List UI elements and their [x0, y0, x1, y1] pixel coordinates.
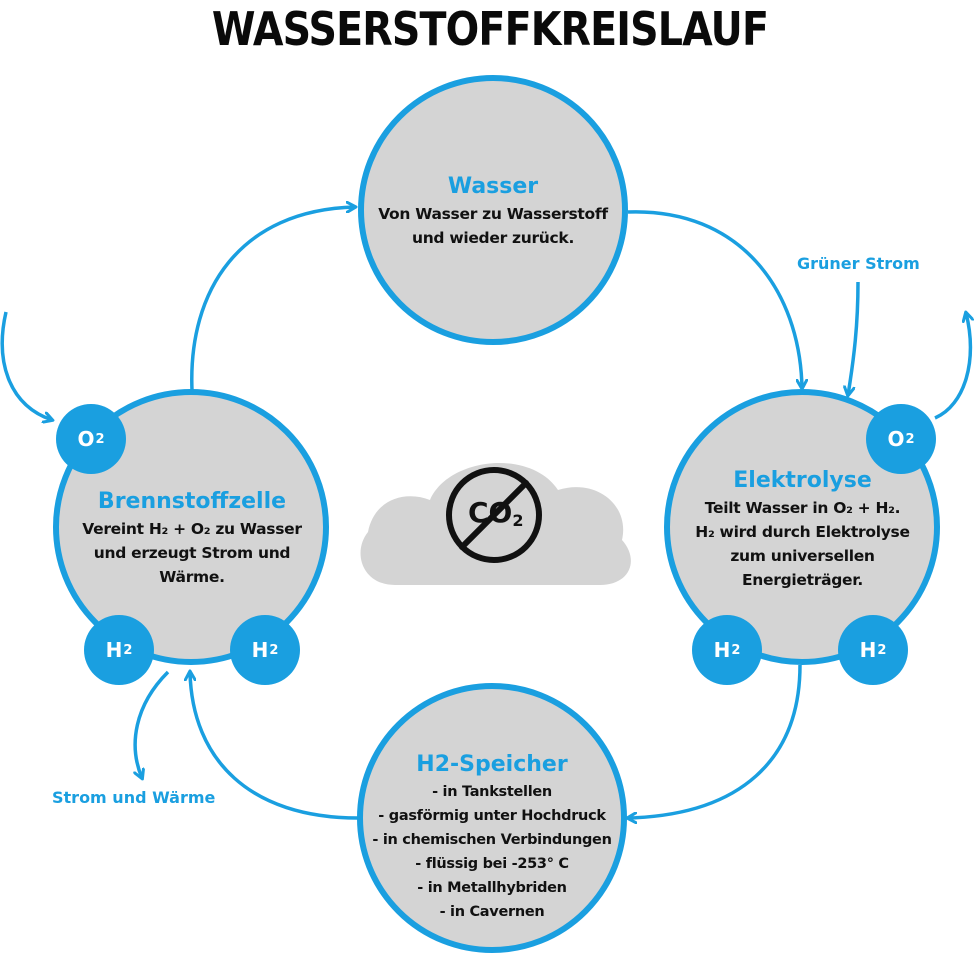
arrow-gruener-strom	[848, 281, 860, 395]
node-brennstoffzelle-line: Wärme.	[159, 568, 225, 586]
node-elektrolyse-line: Teilt Wasser in O₂ + H₂.	[704, 499, 901, 517]
h2-badge-base: H	[859, 638, 877, 662]
node-speicher-line: - in chemischen Verbindungen	[372, 832, 612, 848]
node-circle-elektrolyse	[664, 389, 940, 665]
node-speicher-line: - in Cavernen	[439, 904, 545, 920]
h2-badge-base: H	[713, 638, 731, 662]
node-brennstoffzelle: Brennstoffzelle Vereint H₂ + O₂ zu Wasse…	[68, 487, 316, 589]
h2-badge-sub: 2	[731, 642, 741, 658]
node-speicher-title: H2-Speicher	[416, 752, 568, 777]
node-elektrolyse-line: H₂ wird durch Elektrolyse	[695, 523, 910, 541]
node-speicher: H2-Speicher - in Tankstellen - gasförmig…	[362, 750, 622, 924]
label-strom-waerme: Strom und Wärme	[52, 788, 216, 807]
node-brennstoffzelle-line: und erzeugt Strom und	[93, 544, 291, 562]
node-speicher-line: - flüssig bei -253° C	[415, 856, 569, 872]
h2-badge-sub: 2	[123, 642, 133, 658]
node-speicher-line: - in Metallhybriden	[417, 880, 567, 896]
node-brennstoffzelle-line: Vereint H₂ + O₂ zu Wasser	[82, 520, 302, 538]
node-elektrolyse-title: Elektrolyse	[733, 468, 872, 493]
cloud-shape	[360, 463, 631, 586]
node-speicher-line: - in Tankstellen	[432, 784, 552, 800]
node-wasser-line: und wieder zurück.	[411, 229, 575, 247]
co2-label-base: CO	[468, 496, 513, 529]
h2-badge-sub: 2	[269, 642, 279, 658]
o2-badge-sub: 2	[95, 431, 105, 447]
h2-badge-base: H	[251, 638, 269, 662]
label-gruener-strom: Grüner Strom	[797, 254, 920, 273]
h2-badge-base: H	[105, 638, 123, 662]
co2-label-sub: 2	[512, 511, 524, 530]
arrow-brennstoffzelle-to-wasser	[190, 207, 355, 391]
node-wasser-title: Wasser	[447, 174, 539, 199]
node-brennstoffzelle-title: Brennstoffzelle	[97, 489, 287, 514]
node-wasser: Wasser Von Wasser zu Wasserstoff und wie…	[368, 172, 618, 250]
arrow-wasser-to-elektrolyse	[627, 210, 802, 388]
node-circle-brennstoffzelle	[53, 389, 329, 665]
arrow-strom-waerme	[135, 670, 170, 778]
h2-badge-sub: 2	[877, 642, 887, 658]
arrow-elektrolyse-to-speicher	[628, 664, 802, 818]
node-wasser-line: Von Wasser zu Wasserstoff	[378, 205, 608, 223]
o2-badge-base: O	[77, 427, 95, 451]
arrow-speicher-to-brennstoffzelle	[190, 672, 359, 820]
arrow-o2-in	[0, 311, 52, 420]
node-elektrolyse-line: Energieträger.	[742, 571, 863, 589]
o2-badge-sub: 2	[905, 431, 915, 447]
page-title: WASSERSTOFFKREISLAUF	[211, 2, 769, 56]
node-elektrolyse-line: zum universellen	[730, 547, 875, 565]
node-elektrolyse: Elektrolyse Teilt Wasser in O₂ + H₂. H₂ …	[680, 466, 925, 592]
node-circle-wasser	[358, 75, 628, 345]
node-speicher-line: - gasförmig unter Hochdruck	[378, 808, 606, 824]
o2-badge-base: O	[887, 427, 905, 451]
node-circle-speicher	[357, 683, 627, 953]
co2-label: CO2	[468, 496, 524, 530]
arrow-o2-out	[934, 313, 970, 420]
no-co2-icon	[446, 467, 542, 563]
